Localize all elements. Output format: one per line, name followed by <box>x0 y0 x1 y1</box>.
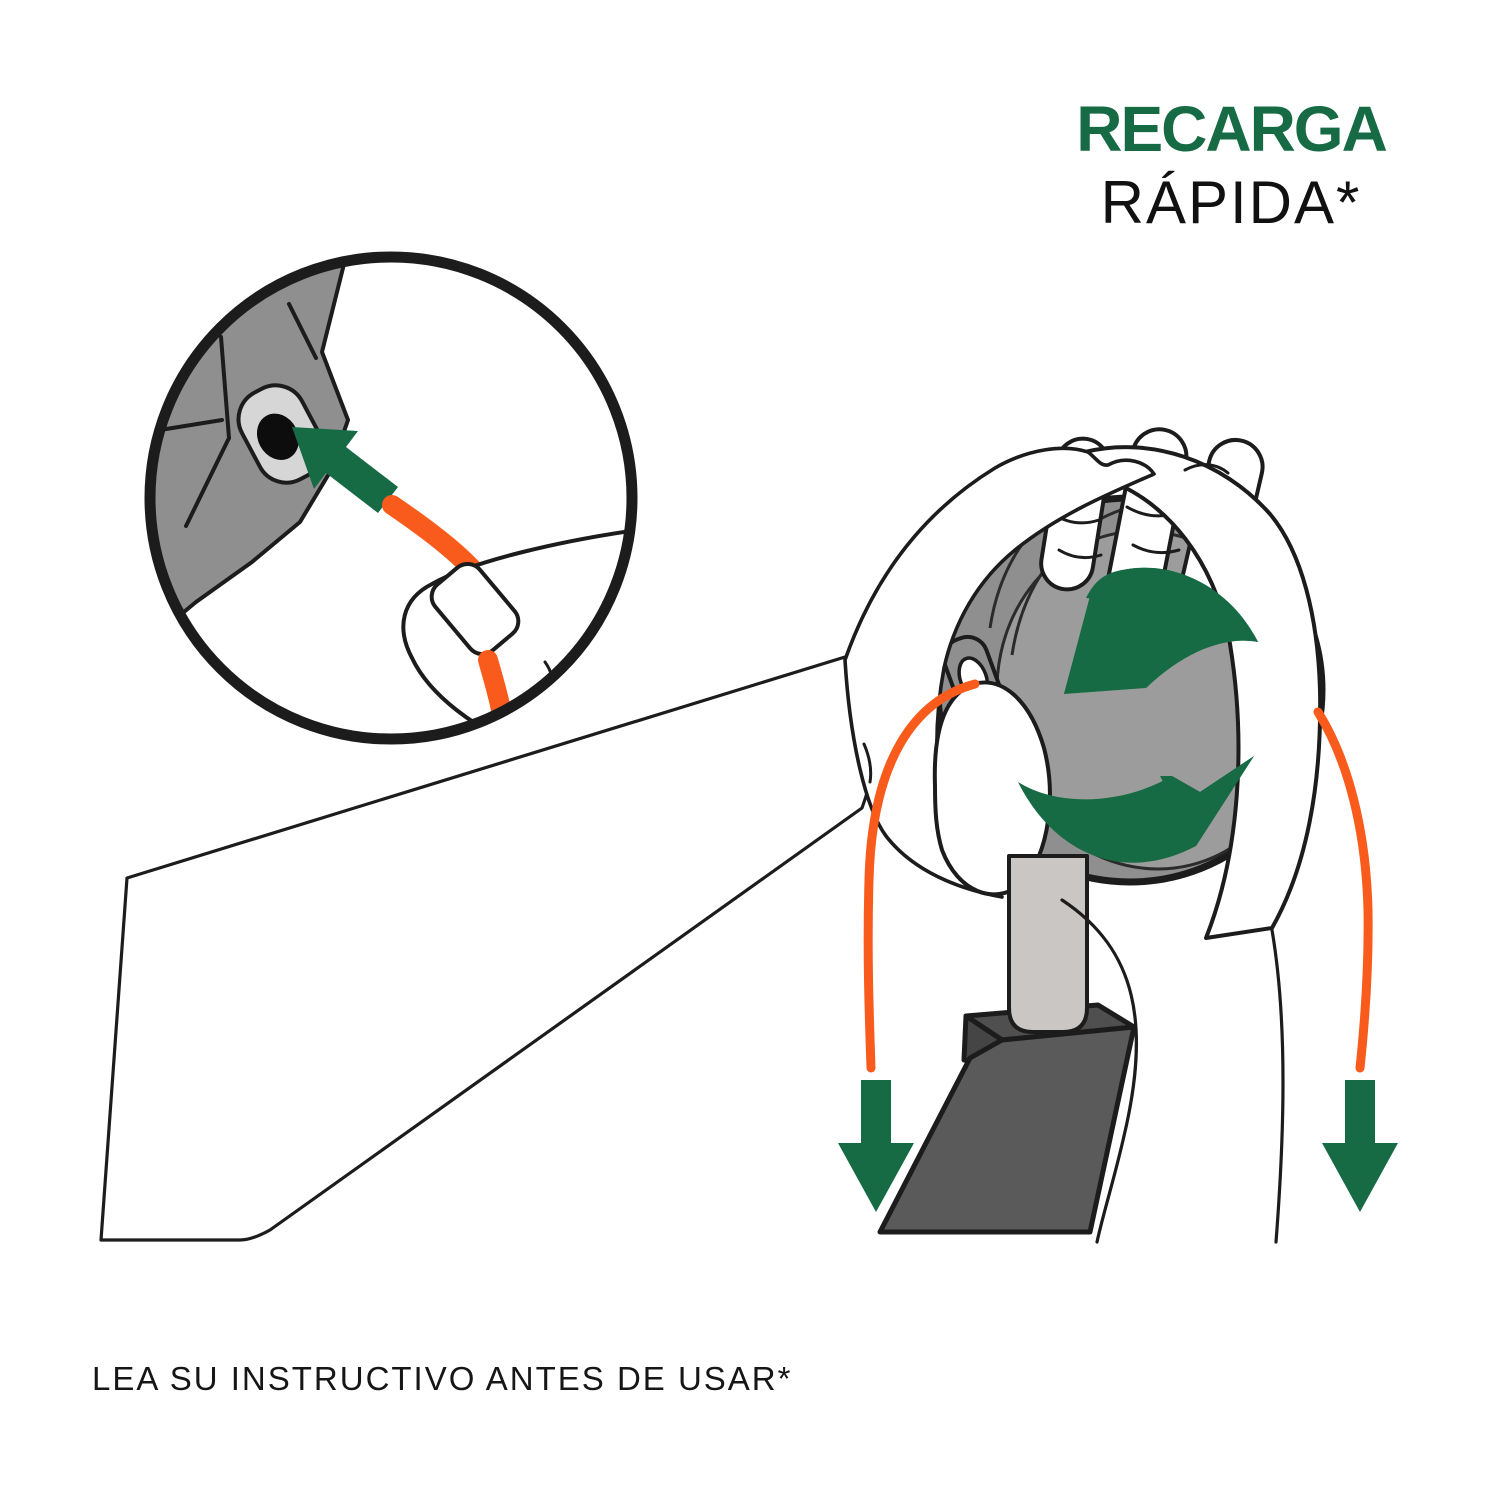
title-line-2: RÁPIDA* <box>1100 169 1362 237</box>
detail-thumbnail <box>429 561 521 657</box>
right-wrist-outer-edge <box>1270 928 1285 1244</box>
trimmer-line-left <box>863 679 980 1073</box>
detail-magnifier-circle <box>144 251 638 745</box>
down-arrow-right-icon <box>1322 1080 1398 1212</box>
down-arrow-left-icon <box>838 1080 914 1212</box>
page-title: RECARGA RÁPIDA* <box>1031 93 1431 237</box>
guard-body <box>877 1024 1137 1235</box>
left-hand-palm <box>843 446 1156 899</box>
left-forearm <box>99 651 877 1242</box>
insert-arrow-icon <box>292 427 398 513</box>
detail-eyelet-hole <box>256 413 299 460</box>
rotation-arrows-icon <box>1018 567 1258 863</box>
right-wrist-inner-edge <box>1060 898 1139 1244</box>
detail-line-segment-2 <box>478 650 511 720</box>
footer-disclaimer: LEA SU INSTRUCTIVO ANTES DE USAR* <box>92 1360 793 1397</box>
detail-circle-ring <box>144 251 638 745</box>
title-line-1: RECARGA <box>1076 93 1388 165</box>
trimmer-line-right <box>1313 707 1373 1073</box>
shaft <box>1007 854 1089 1034</box>
